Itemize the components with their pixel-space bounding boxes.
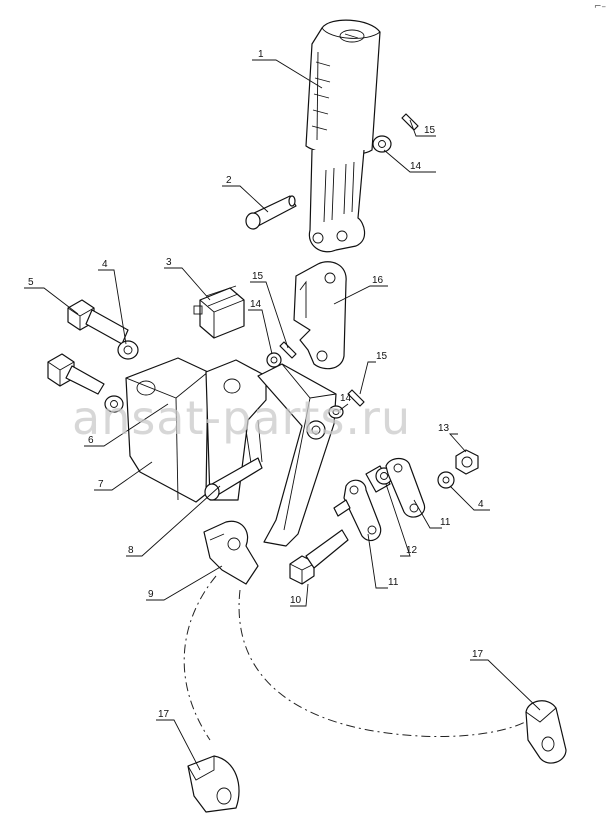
part-washer-left-lower: [104, 395, 124, 413]
leader-lines: [24, 59, 541, 771]
callout-2: 2: [226, 175, 232, 186]
part-link-11a: [333, 479, 382, 541]
callout-15b: 15: [252, 271, 264, 282]
callout-17a: 17: [472, 649, 484, 660]
part-clamp-9: [203, 520, 259, 585]
watermark-text: ansat-parts.ru: [72, 391, 411, 445]
callout-15c: 15: [376, 351, 388, 362]
callout-13: 13: [438, 423, 450, 434]
callout-17b: 17: [158, 709, 170, 720]
part-washer-14a: [372, 135, 392, 153]
callout-16: 16: [372, 275, 384, 286]
callout-9: 9: [148, 589, 154, 600]
callout-1: 1: [258, 49, 264, 60]
part-lever-handle: [305, 19, 381, 253]
part-bolt-10: [289, 529, 349, 585]
part-clamp-17a: [187, 755, 240, 813]
part-nut-13: [455, 449, 479, 475]
callout-labels: 1 2 3 4 4 5 6 7 8 9 10 11 11 12 13 14 14…: [28, 49, 484, 720]
callout-14c: 14: [340, 393, 352, 404]
callout-3: 3: [166, 257, 172, 268]
part-block-3: [193, 285, 245, 339]
callout-4a: 4: [102, 259, 108, 270]
callout-4b: 4: [478, 499, 484, 510]
callout-7: 7: [98, 479, 104, 490]
callout-11a: 11: [440, 517, 451, 528]
callout-10: 10: [290, 595, 302, 606]
callout-14a: 14: [410, 161, 422, 172]
part-split-pin-15c: [347, 389, 365, 407]
part-washer-4a: [117, 340, 139, 360]
part-washer-14b: [266, 352, 282, 368]
part-clamp-17b: [525, 700, 567, 764]
part-swing-arm: [257, 363, 337, 547]
part-pin-2: [245, 195, 297, 230]
callout-8: 8: [128, 545, 134, 556]
part-bushing-12: [365, 465, 393, 493]
callout-5: 5: [28, 277, 34, 288]
callout-12: 12: [406, 545, 418, 556]
callout-15a: 15: [424, 125, 436, 136]
corner-mark: ⌐–: [594, 2, 606, 12]
callout-11b: 11: [388, 577, 399, 588]
part-bolt-5: [67, 299, 129, 345]
callout-14b: 14: [250, 299, 262, 310]
cable-path: [183, 575, 535, 741]
part-split-pin-15a: [401, 113, 419, 131]
part-washer-14c: [328, 405, 344, 419]
part-bolt-left-lower: [47, 353, 105, 395]
part-plate-16: [293, 261, 347, 370]
part-split-pin-15b: [279, 341, 297, 359]
part-washer-4b: [437, 471, 455, 489]
callout-6: 6: [88, 435, 94, 446]
